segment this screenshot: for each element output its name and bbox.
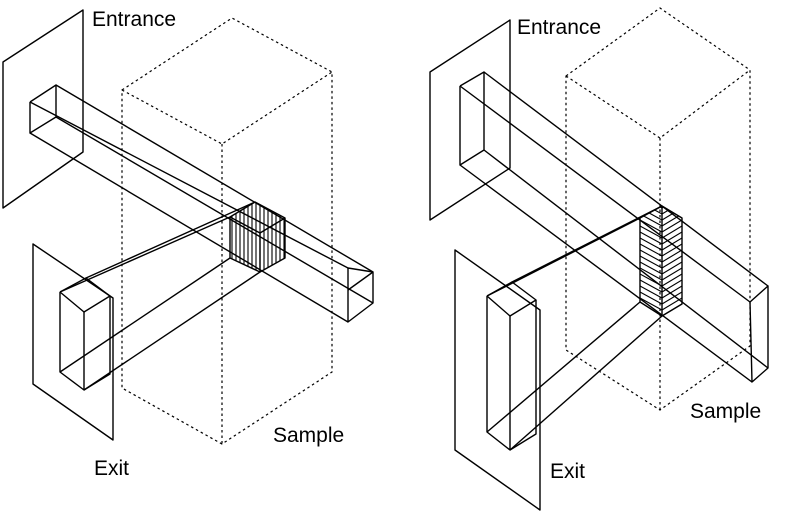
- hatch-line: [640, 273, 663, 287]
- hatch-line: [640, 279, 663, 293]
- left-gauge-volume: [229, 201, 286, 273]
- right-entrance-plane: [429, 19, 511, 221]
- hatch-line: [640, 225, 663, 239]
- hatch-line: [640, 219, 663, 233]
- left-sample-volume: [121, 17, 333, 445]
- hatch-line: [640, 297, 663, 311]
- hatch-line: [640, 255, 663, 269]
- right-exit-label: Exit: [550, 460, 585, 483]
- hatch-line: [640, 231, 663, 245]
- hatch-line: [661, 237, 682, 251]
- right-entrance-label: Entrance: [517, 16, 601, 39]
- hatch-line: [661, 273, 682, 287]
- hatch-line: [661, 267, 682, 281]
- left-entrance-label: Entrance: [92, 8, 176, 31]
- right-incident-beam: [459, 71, 769, 383]
- hatch-line: [661, 219, 682, 233]
- hatch-line: [640, 261, 663, 275]
- hatch-line: [661, 231, 682, 245]
- hatch-line: [640, 267, 663, 281]
- hatch-line: [661, 261, 682, 275]
- hatch-line: [661, 309, 682, 316]
- left-sample-label: Sample: [273, 424, 344, 447]
- right-exit-plane: [454, 249, 541, 511]
- hatch-line: [661, 285, 682, 299]
- right-diffracted-beam: [486, 205, 663, 451]
- hatch-line: [661, 225, 682, 239]
- left-entrance-plane: [2, 9, 84, 209]
- right-sample-volume: [565, 7, 751, 411]
- left-exit-label: Exit: [94, 457, 129, 480]
- hatch-line: [640, 285, 663, 299]
- hatch-line: [640, 249, 663, 263]
- left-diffracted-beam: [59, 201, 261, 391]
- left-panel: Entrance Exit Sample: [2, 8, 374, 480]
- hatch-line: [661, 243, 682, 257]
- hatch-line: [661, 249, 682, 263]
- hatch-line: [640, 243, 663, 257]
- hatch-line: [661, 279, 682, 293]
- hatch-line: [661, 206, 682, 209]
- right-sample-label: Sample: [690, 400, 761, 423]
- left-incident-beam: [29, 84, 374, 323]
- hatch-line: [640, 237, 663, 251]
- hatch-line: [661, 297, 682, 311]
- hatch-line: [640, 291, 663, 305]
- right-panel: Entrance Exit Sample: [429, 7, 769, 511]
- hatch-line: [640, 207, 663, 221]
- hatch-line: [661, 255, 682, 269]
- hatch-line: [661, 291, 682, 305]
